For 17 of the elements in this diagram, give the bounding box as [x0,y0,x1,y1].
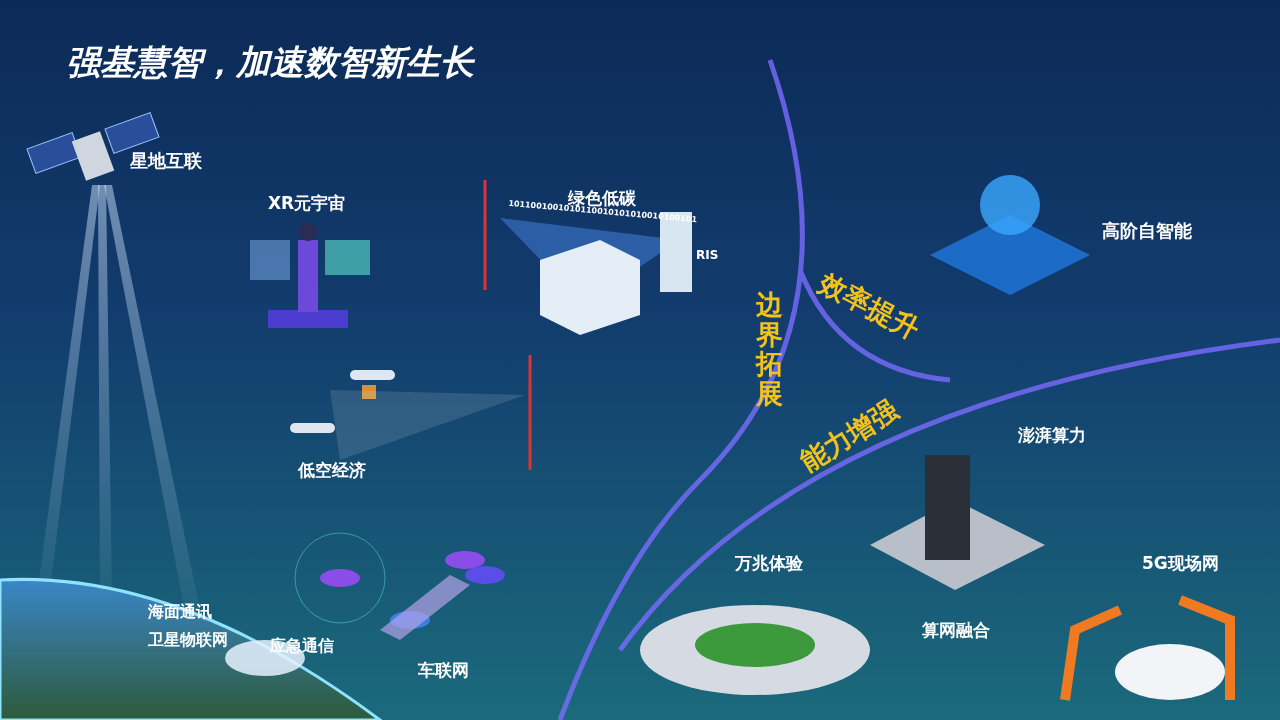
feature-caption: 算网融合 [922,620,990,641]
slide-title: 强基慧智，加速数智新生长 [66,42,474,83]
feature-caption: 车联网 [418,660,469,681]
feature-caption: 海面通讯 [148,602,212,622]
feature-caption: 低空经济 [298,460,366,481]
feature-caption: XR元宇宙 [268,193,346,214]
feature-caption: 澎湃算力 [1018,425,1086,446]
ris-label: RIS [696,248,719,263]
feature-caption: 卫星物联网 [148,630,228,650]
satellite-caption: 星地互联 [130,150,202,172]
feature-caption: 万兆体验 [735,553,803,574]
theme-text: 边界拓展 [756,290,783,409]
theme-text: 能力增强 [794,393,904,479]
feature-caption: 高阶自智能 [1102,220,1192,242]
feature-caption: 5G现场网 [1142,553,1219,574]
feature-caption: 应急通信 [270,636,334,656]
theme-text: 效率提升 [813,266,925,346]
